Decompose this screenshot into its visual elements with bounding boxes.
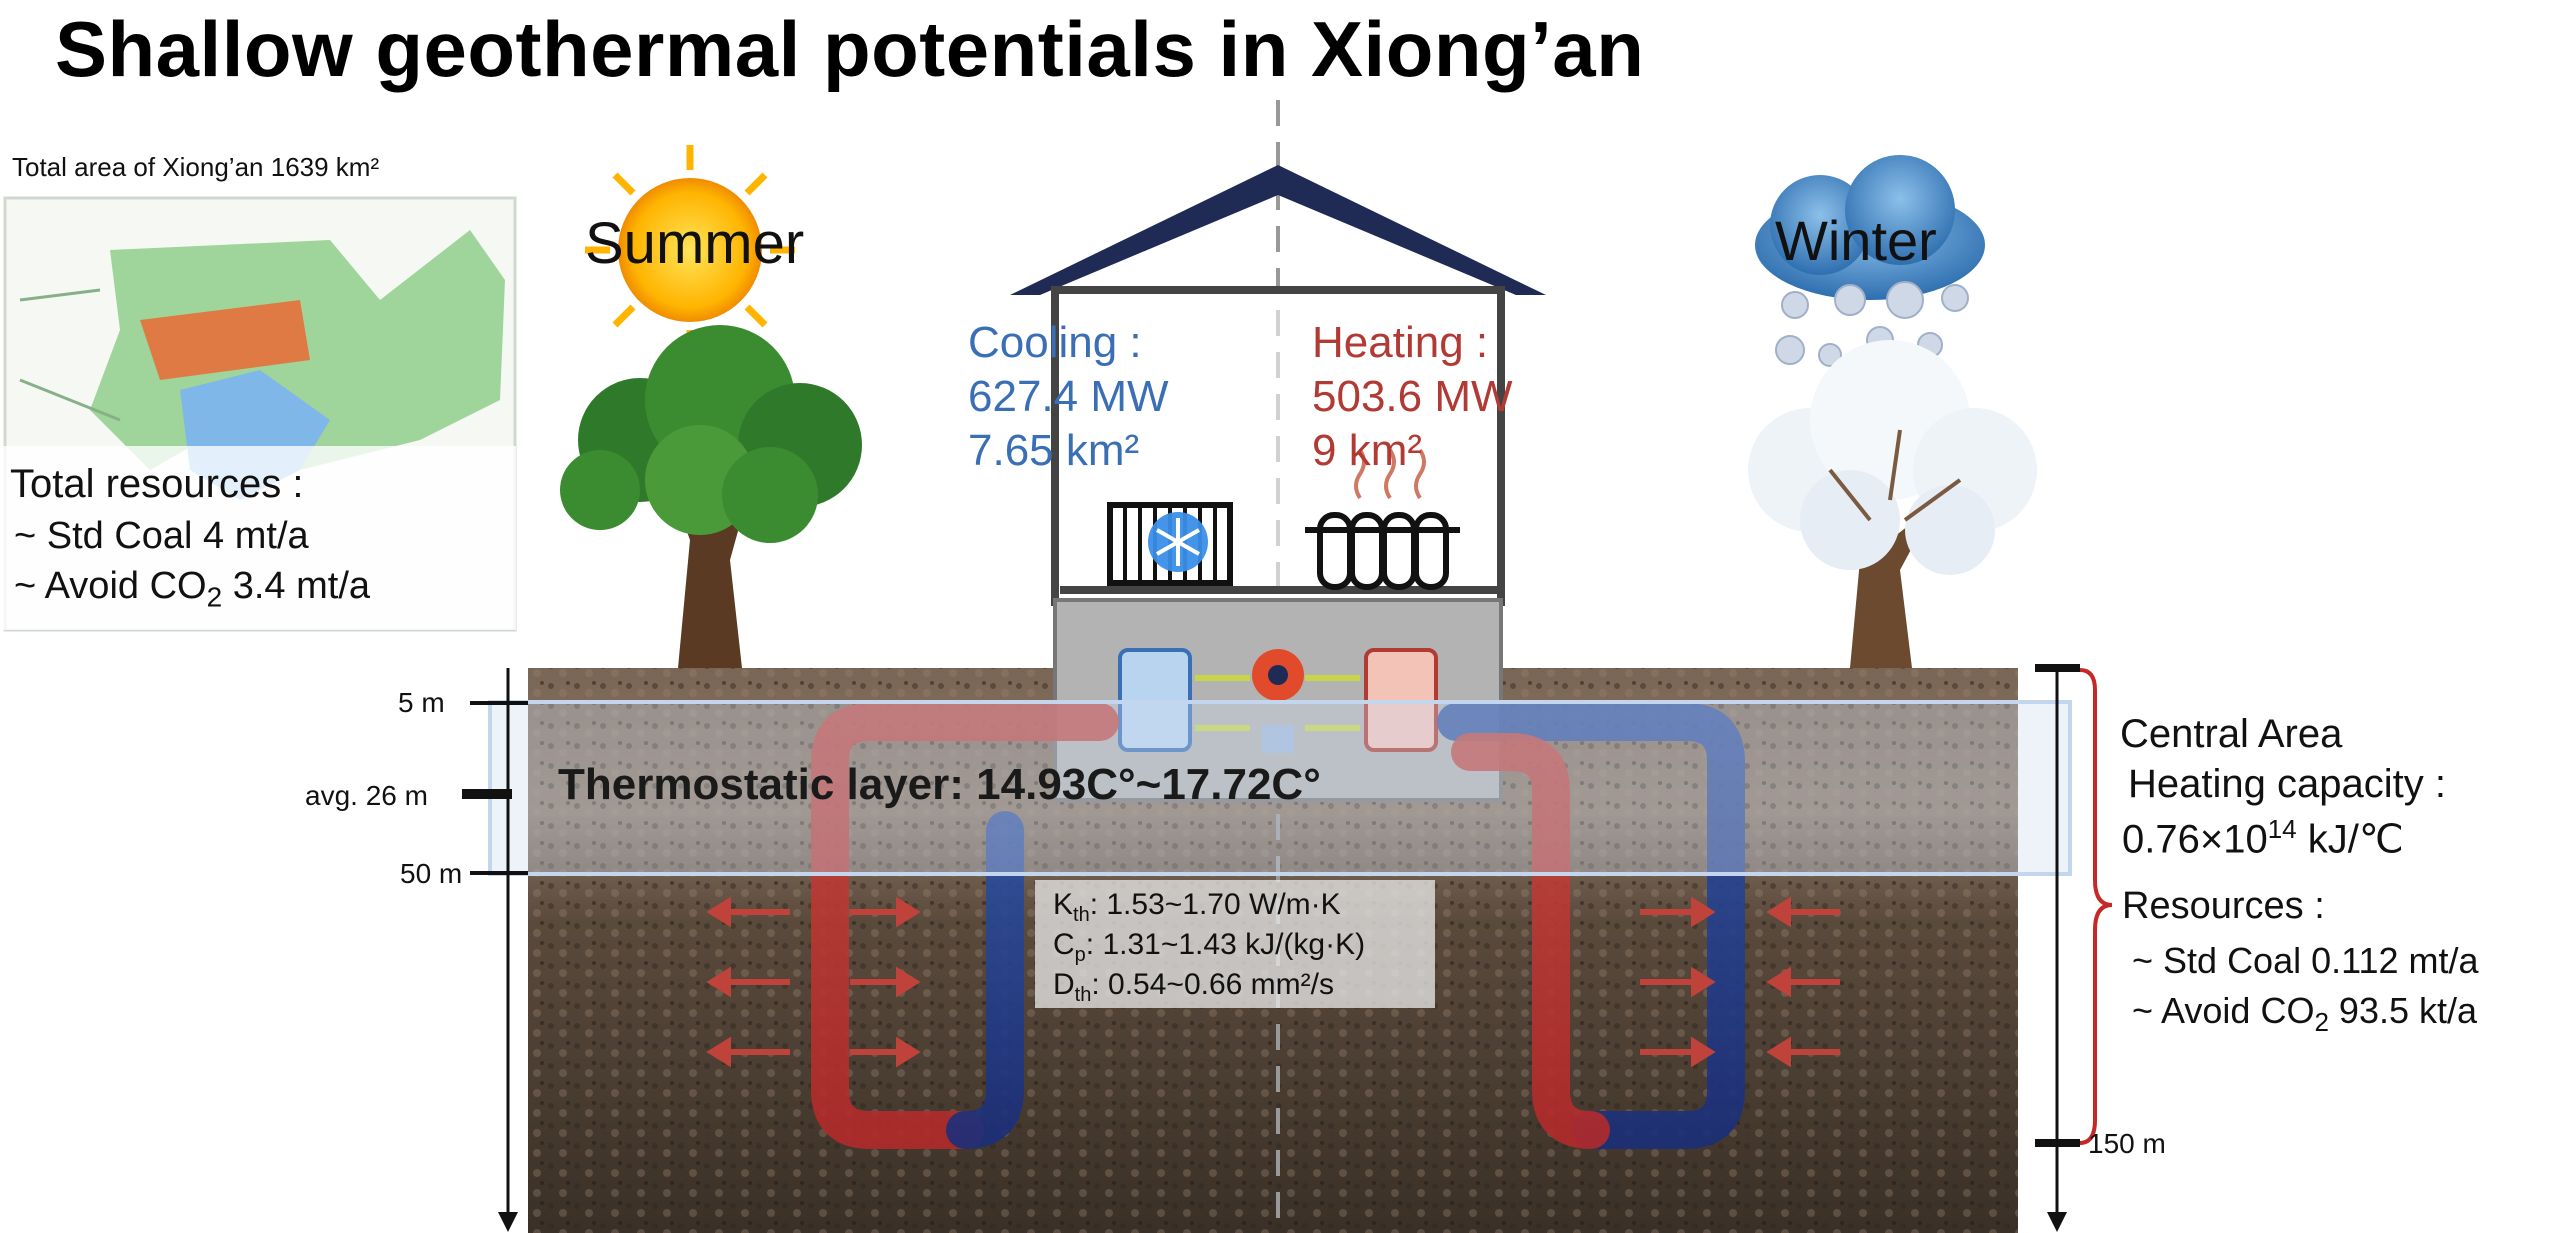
snow-cloud-icon [1755,155,1985,367]
thermal-diffusivity: Dth: 0.54~0.66 mm²/s [1053,968,1334,1006]
winter-label: Winter [1775,209,1937,272]
central-area-bracket [2079,668,2113,1145]
radiator-heater-icon [1305,448,1460,590]
winter-tree-icon [1748,340,2037,668]
map-co2: ~ Avoid CO2 3.4 mt/a [14,565,371,613]
heating-power: 503.6 MW [1312,372,1513,421]
heat-flow-arrows [706,896,1840,1068]
sun-icon [585,145,795,355]
thermal-properties-box: Kth: 1.53~1.70 W/m·K Cp: 1.31~1.43 kJ/(k… [1035,880,1435,1008]
summer-tree-icon [560,325,862,668]
depth-axis-right [2035,664,2113,1232]
specific-heat: Cp: 1.31~1.43 kJ/(kg·K) [1053,928,1366,966]
xiongan-map-image [0,196,517,632]
depth-150m: 150 m [2088,1128,2166,1159]
cooling-power: 627.4 MW [968,372,1169,421]
central-coal: ~ Std Coal 0.112 mt/a [2132,940,2479,981]
ground-heat-exchanger-loop-left [811,703,1119,1149]
depth-5m: 5 m [398,687,445,718]
ground-heat-exchanger-loop-right [1437,703,1745,1149]
map-coal: ~ Std Coal 4 mt/a [14,515,309,557]
thermal-conductivity: Kth: 1.53~1.70 W/m·K [1053,888,1341,926]
air-conditioner-icon [1107,502,1233,586]
summer-label: Summer [585,211,805,276]
cooling-area: 7.65 km² [968,426,1140,475]
depth-50m: 50 m [400,858,463,889]
depth-26m: avg. 26 m [305,780,428,811]
house-roof [1010,165,1546,295]
page-title: Shallow geothermal potentials in Xiong’a… [55,5,1645,93]
heating-capacity-title: Heating capacity : [2128,762,2446,806]
heating-area: 9 km² [1312,426,1422,475]
thermostatic-layer-label: Thermostatic layer: 14.93C°~17.72C° [558,760,1321,809]
cooling-title: Cooling : [968,318,1142,367]
thermostatic-layer-band [488,700,2072,876]
heating-capacity-value: 0.76×1014 kJ/℃ [2122,814,2404,862]
depth-axis-left [462,668,528,1232]
map-resources-title: Total resources : [10,462,304,506]
heating-title: Heating : [1312,318,1489,367]
map-area-label: Total area of Xiong’an 1639 km² [12,152,380,182]
central-resources-title: Resources : [2122,885,2325,927]
central-co2: ~ Avoid CO2 93.5 kt/a [2132,990,2478,1038]
central-area-title: Central Area [2120,712,2343,756]
